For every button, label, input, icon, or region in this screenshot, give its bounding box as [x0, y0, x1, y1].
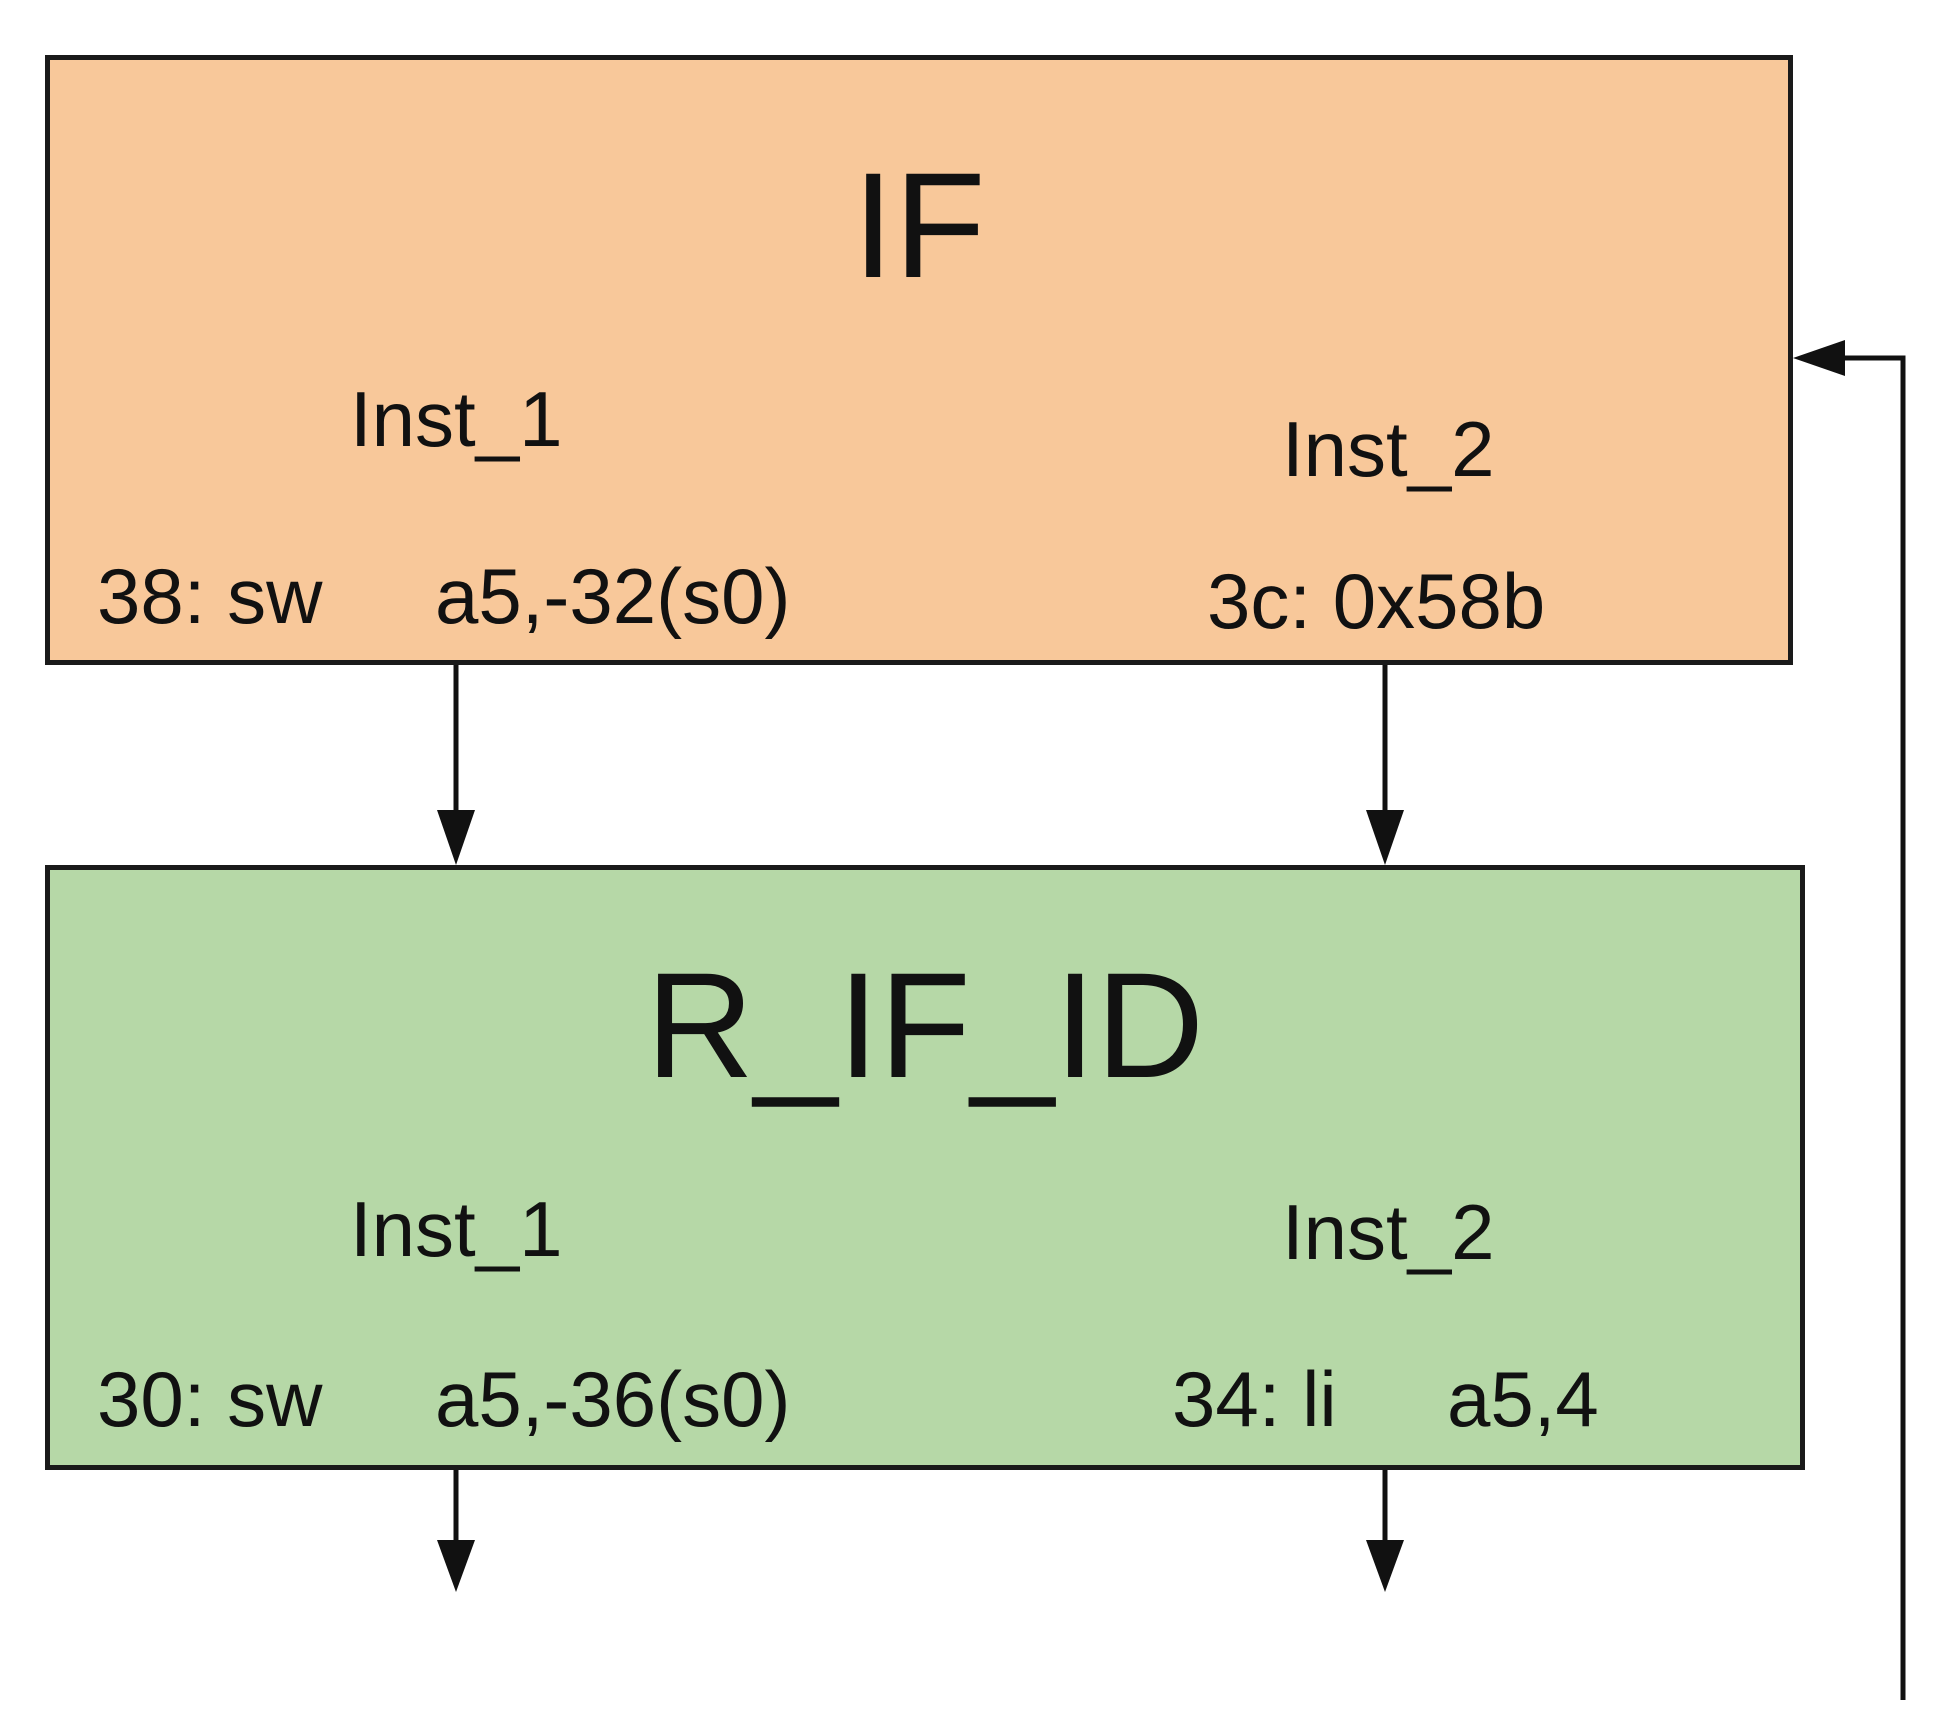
rifid-inst1-out-arrowhead [437, 1540, 475, 1592]
if-inst2-text: 3c: 0x58b [1207, 557, 1546, 645]
feedback-line [1835, 355, 1906, 1700]
feedback-arrowhead [1793, 340, 1845, 376]
if-to-rifid-inst2-arrowhead [1366, 810, 1404, 865]
rifid-stage-title: R_IF_ID [645, 941, 1205, 1109]
rifid-inst2-label: Inst_2 [1282, 1188, 1495, 1276]
rifid-inst1-label: Inst_1 [350, 1185, 563, 1273]
rifid-inst1-args: a5,-36(s0) [435, 1355, 791, 1443]
if-inst1-addr-op: 38: sw [97, 552, 323, 640]
rifid-inst1-addr-op: 30: sw [97, 1355, 323, 1443]
rifid-inst2-addr-op: 34: li [1172, 1355, 1337, 1443]
rifid-inst2-out-arrowhead [1366, 1540, 1404, 1592]
if-inst2-label: Inst_2 [1282, 405, 1495, 493]
if-stage-title: IF [852, 141, 986, 309]
rifid-inst2-args: a5,4 [1447, 1355, 1599, 1443]
if-inst1-label: Inst_1 [350, 375, 563, 463]
if-stage-box: IF Inst_1 Inst_2 38: sw a5,-32(s0) 3c: 0… [45, 55, 1793, 665]
rifid-stage-box: R_IF_ID Inst_1 Inst_2 30: sw a5,-36(s0) … [45, 865, 1805, 1470]
if-inst1-args: a5,-32(s0) [435, 552, 791, 640]
if-to-rifid-inst1-arrowhead [437, 810, 475, 865]
